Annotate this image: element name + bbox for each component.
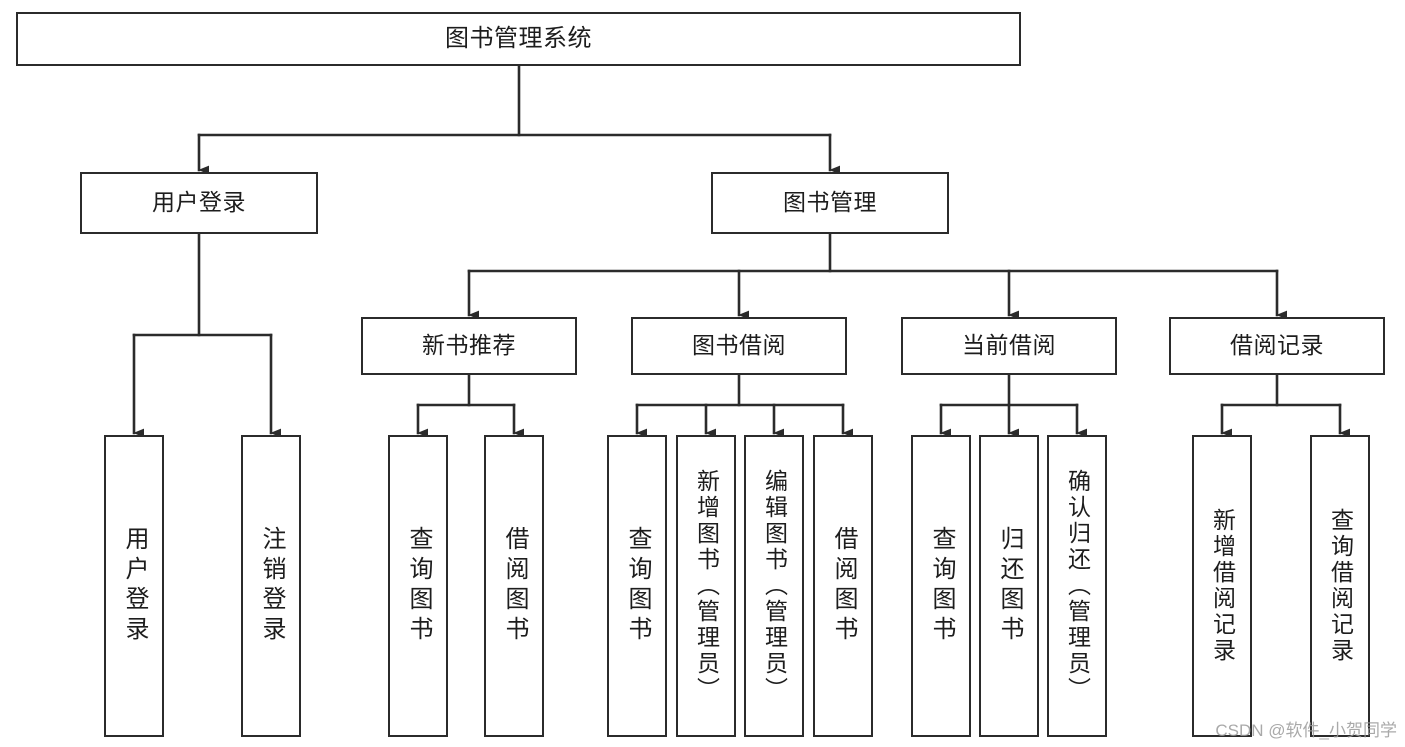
- leaf-query-book-3-label: 查询图书: [928, 526, 955, 646]
- leaf-borrow-book-1[interactable]: 借阅图书: [484, 435, 544, 737]
- node-borrow-record[interactable]: 借阅记录: [1169, 317, 1385, 375]
- leaf-add-record-label: 新增借阅记录: [1209, 508, 1236, 664]
- leaf-user-login-label: 用户登录: [121, 526, 148, 646]
- leaf-query-book-1[interactable]: 查询图书: [388, 435, 448, 737]
- csdn-watermark: CSDN @软件_小贺同学: [1215, 721, 1397, 740]
- node-book-management[interactable]: 图书管理: [711, 172, 949, 234]
- leaf-add-book-label: 新增图书（管理员）: [693, 469, 720, 703]
- leaf-query-book-3[interactable]: 查询图书: [911, 435, 971, 737]
- node-book-borrow[interactable]: 图书借阅: [631, 317, 847, 375]
- node-new-book-recommend[interactable]: 新书推荐: [361, 317, 577, 375]
- leaf-query-book-2-label: 查询图书: [624, 526, 651, 646]
- leaf-add-book[interactable]: 新增图书（管理员）: [676, 435, 736, 737]
- leaf-confirm-return[interactable]: 确认归还（管理员）: [1047, 435, 1107, 737]
- leaf-return-book[interactable]: 归还图书: [979, 435, 1039, 737]
- node-current-borrow-label: 当前借阅: [962, 332, 1056, 359]
- leaf-borrow-book-2[interactable]: 借阅图书: [813, 435, 873, 737]
- node-book-management-label: 图书管理: [783, 189, 877, 216]
- leaf-query-book-1-label: 查询图书: [405, 526, 432, 646]
- leaf-query-book-2[interactable]: 查询图书: [607, 435, 667, 737]
- node-new-book-recommend-label: 新书推荐: [422, 332, 516, 359]
- node-book-borrow-label: 图书借阅: [692, 332, 786, 359]
- node-borrow-record-label: 借阅记录: [1230, 332, 1324, 359]
- node-current-borrow[interactable]: 当前借阅: [901, 317, 1117, 375]
- node-user-login[interactable]: 用户登录: [80, 172, 318, 234]
- leaf-borrow-book-2-label: 借阅图书: [830, 526, 857, 646]
- leaf-user-logout-label: 注销登录: [258, 526, 285, 646]
- leaf-edit-book-label: 编辑图书（管理员）: [761, 469, 788, 703]
- leaf-edit-book[interactable]: 编辑图书（管理员）: [744, 435, 804, 737]
- node-user-login-label: 用户登录: [152, 189, 246, 216]
- leaf-user-logout[interactable]: 注销登录: [241, 435, 301, 737]
- node-root-label: 图书管理系统: [445, 24, 592, 52]
- leaf-add-record[interactable]: 新增借阅记录: [1192, 435, 1252, 737]
- leaf-confirm-return-label: 确认归还（管理员）: [1064, 469, 1091, 703]
- leaf-borrow-book-1-label: 借阅图书: [501, 526, 528, 646]
- node-root-book-management-system[interactable]: 图书管理系统: [16, 12, 1021, 66]
- leaf-query-record-label: 查询借阅记录: [1327, 508, 1354, 664]
- leaf-query-record[interactable]: 查询借阅记录: [1310, 435, 1370, 737]
- leaf-return-book-label: 归还图书: [996, 526, 1023, 646]
- leaf-user-login[interactable]: 用户登录: [104, 435, 164, 737]
